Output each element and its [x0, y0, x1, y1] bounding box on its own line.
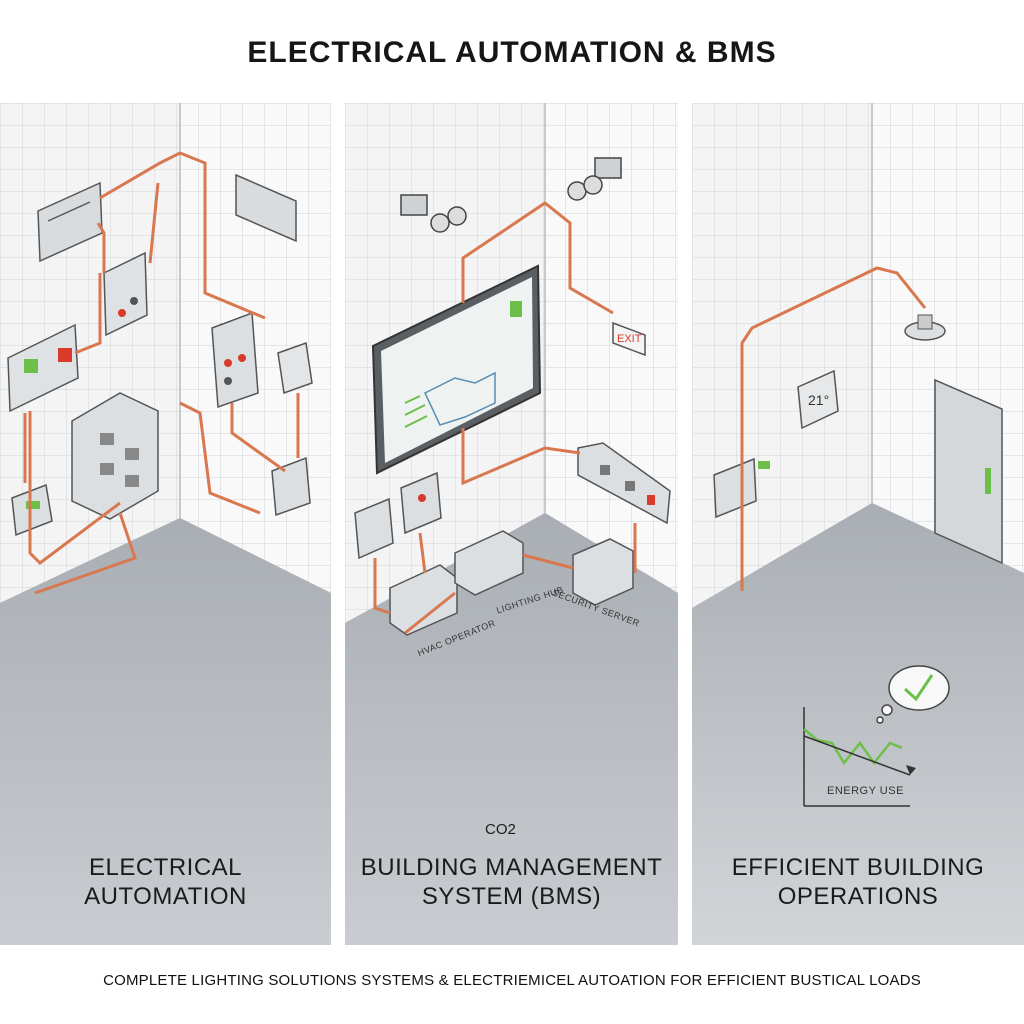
- door: [934, 378, 1003, 565]
- panel-2-illustration: EXIT: [345, 103, 678, 945]
- thermostat-display: 21°: [797, 369, 839, 430]
- panel-3-caption-line1: EFFICIENT BUILDING: [731, 854, 985, 881]
- panel-3-caption-line2: OPERATIONS: [777, 883, 939, 910]
- energy-use-chart: [803, 707, 916, 807]
- panel-1-caption-line2: AUTOMATION: [84, 883, 247, 910]
- panel-2-caption-line1: BUILDING MANAGEMENT: [360, 854, 663, 881]
- wall-vent-device-2: [235, 173, 297, 243]
- lighting-hub-unit: [454, 530, 524, 596]
- meter-box: [271, 456, 311, 517]
- checkmark-thought-icon: [876, 665, 950, 724]
- server-rack-panel: [577, 442, 671, 525]
- panel-3-caption: EFFICIENT BUILDING OPERATIONS: [692, 853, 1024, 911]
- panel-2-caption-line2: SYSTEM (BMS): [421, 883, 602, 910]
- security-camera-icon-2: [567, 157, 622, 201]
- ceiling-light-icon: [904, 314, 946, 341]
- wall-vent-device: [37, 181, 103, 263]
- thermostat-reading: 21°: [808, 392, 829, 408]
- co2-label: CO2: [485, 821, 516, 838]
- panel-1-caption: ELECTRICAL AUTOMATION: [0, 853, 331, 911]
- distribution-board: [71, 392, 159, 520]
- panel-bms: EXIT: [345, 103, 678, 945]
- wall-controller: [211, 311, 259, 409]
- footer-tagline: COMPLETE LIGHTING SOLUTIONS SYSTEMS & EL…: [103, 972, 921, 989]
- sensor-panel: [277, 341, 313, 395]
- security-server-unit: [572, 538, 634, 606]
- exit-sign: EXIT: [612, 321, 646, 357]
- thermostat-wall: [354, 497, 394, 560]
- bms-conduits: [373, 201, 637, 635]
- page-title: ELECTRICAL AUTOMATION & BMS: [247, 36, 777, 69]
- security-camera-icon: [400, 194, 467, 233]
- exit-sign-text: EXIT: [617, 333, 642, 345]
- hvac-operator-unit: [389, 564, 458, 636]
- switch-panel: [7, 323, 79, 413]
- panel-electrical-automation: ELECTRICAL AUTOMATION: [0, 103, 331, 945]
- bms-monitor: [371, 264, 542, 475]
- panel-2-caption: BUILDING MANAGEMENT SYSTEM (BMS): [345, 853, 678, 911]
- energy-use-label: ENERGY USE: [827, 785, 904, 797]
- control-box-wall: [400, 471, 442, 535]
- thermostat-small: [11, 483, 53, 537]
- panel-3-illustration: 21°: [692, 103, 1024, 945]
- control-panel-small: [103, 251, 148, 337]
- electrical-conduits: [23, 151, 300, 595]
- panel-1-illustration: [0, 103, 331, 945]
- panel-efficient-operations: 21° ENERGY USE EFFICIENT BUILDING O: [692, 103, 1024, 945]
- efficiency-conduit: [740, 266, 927, 591]
- panel-1-caption-line1: ELECTRICAL: [88, 854, 243, 881]
